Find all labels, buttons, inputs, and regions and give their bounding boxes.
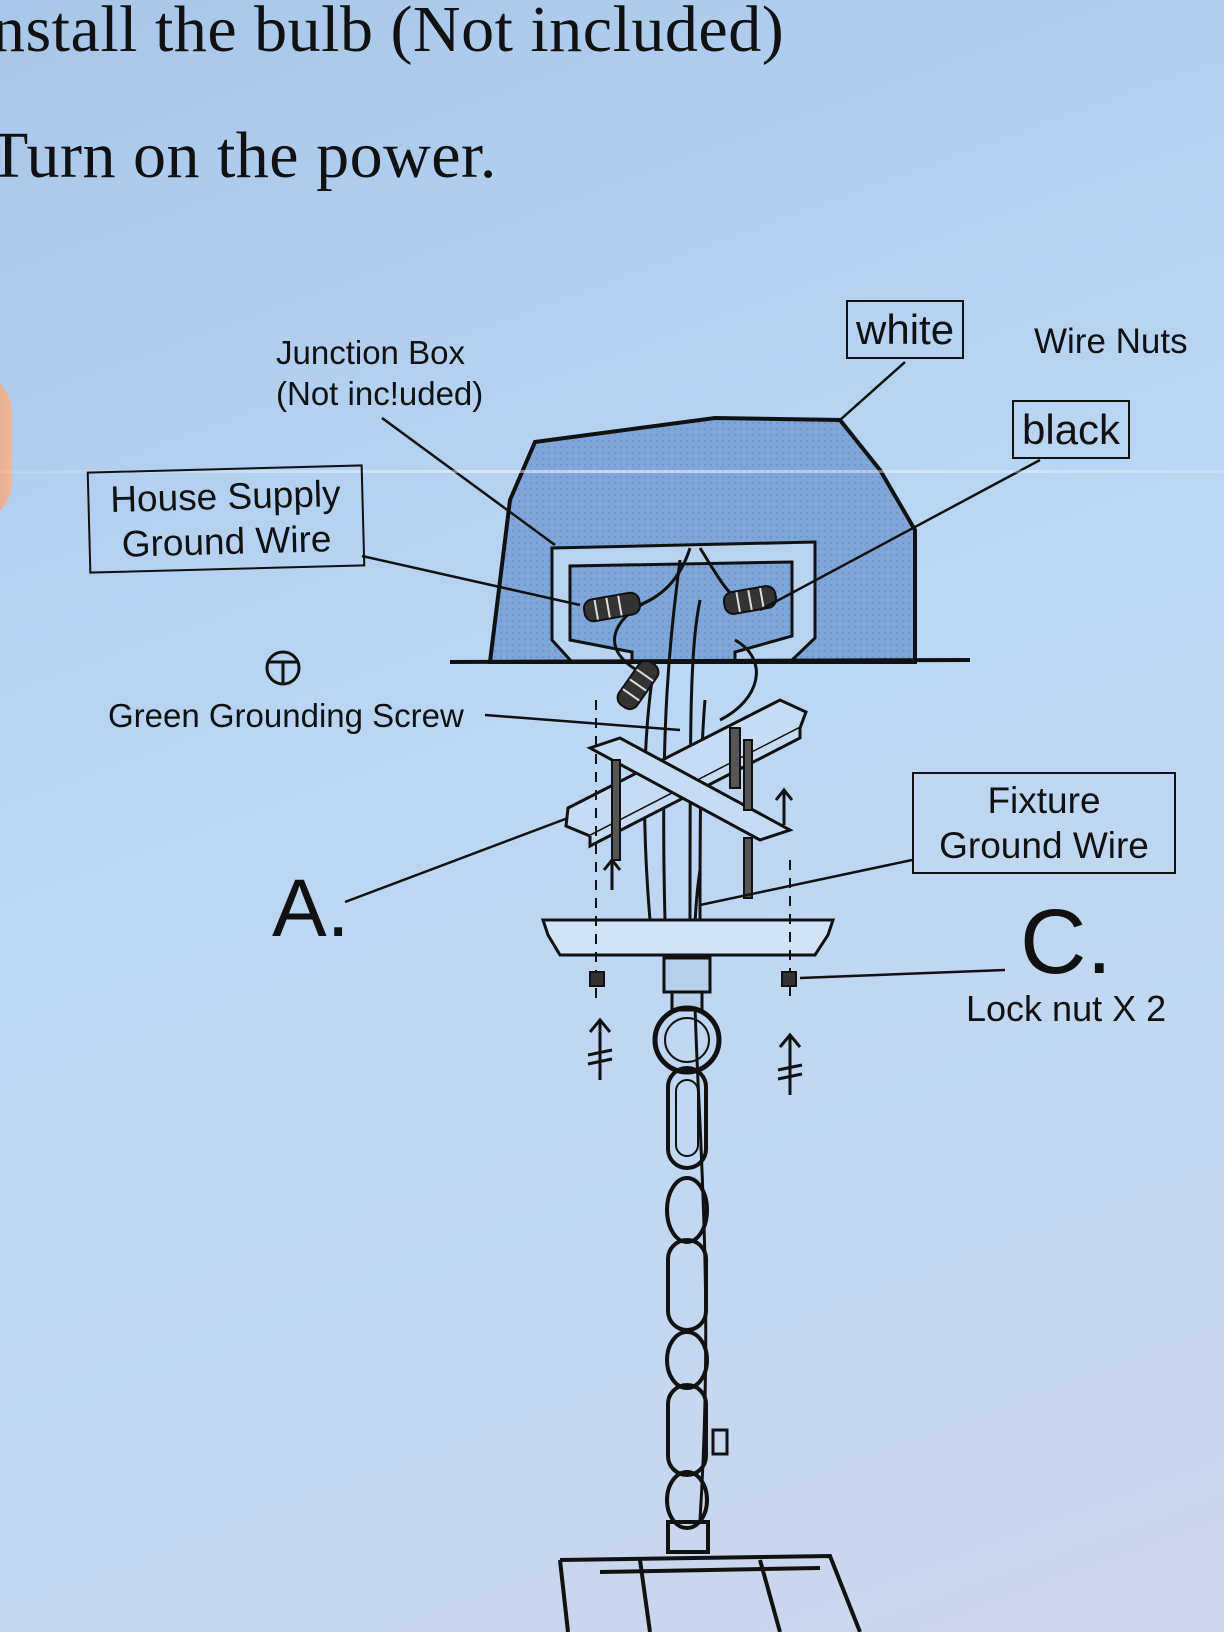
house-supply-ground-line2: Ground Wire (121, 518, 332, 565)
lock-nut-left (589, 971, 605, 987)
wire-nut-ground (616, 659, 660, 711)
ground-screw-icon (265, 650, 301, 686)
ceiling-line (449, 658, 971, 664)
chain (665, 1066, 729, 1530)
threaded-nipple (662, 956, 712, 994)
house-supply-ground-line1: House Supply (109, 472, 342, 521)
junction-box-label-line2: (Not inc!uded) (276, 375, 484, 413)
house-supply-ground-label: House Supply Ground Wire (86, 464, 366, 574)
fixture-ground-line1: Fixture (987, 780, 1101, 821)
leader-lines (344, 361, 1041, 980)
junction-box-label: Junction Box (Not inc!uded) (276, 332, 483, 415)
fixture-ground-line2: Ground Wire (939, 825, 1149, 867)
black-wire-label: black (1012, 400, 1131, 460)
part-a-label: A. (272, 863, 350, 954)
white-wire-label: white (846, 300, 965, 360)
part-c-label: C. (1020, 891, 1112, 993)
wire-nuts-label: Wire Nuts (1034, 322, 1188, 361)
wire-nut-white (582, 591, 642, 623)
threaded-rods (611, 727, 753, 899)
crossbar (586, 736, 794, 842)
finger (0, 372, 12, 522)
instruction-turn-on-power: Turn on the power. (0, 119, 497, 192)
canopy (540, 918, 836, 957)
junction-box-label-line1: Junction Box (276, 334, 465, 371)
fixture-ground-label: Fixture Ground Wire (912, 772, 1176, 875)
lock-nut-label: Lock nut X 2 (966, 988, 1167, 1029)
hook-loop (652, 1005, 722, 1075)
paper-fold (0, 470, 1224, 473)
fixture-top (558, 1520, 862, 1632)
green-grounding-screw-label: Green Grounding Screw (108, 697, 464, 734)
instruction-install-bulb: nstall the bulb (Not included) (0, 0, 785, 66)
lock-nut-right (781, 971, 797, 987)
direction-arrows (587, 787, 803, 1095)
